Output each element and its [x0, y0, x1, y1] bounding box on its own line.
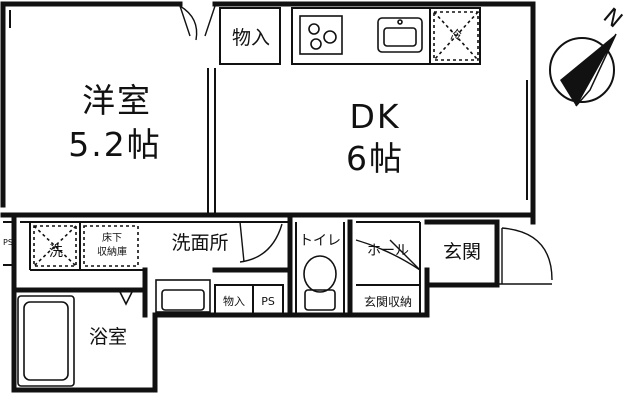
- underfloor-storage-label-2: 収納庫: [97, 247, 127, 258]
- compass-circle: [549, 37, 615, 103]
- hall-label: ホール: [367, 243, 409, 259]
- dk-size: 6帖: [346, 139, 404, 178]
- washer-icon: [33, 225, 77, 267]
- walls: [0, 1, 536, 393]
- entrance-label: 玄関: [442, 241, 481, 263]
- storage-small-label: 物入: [223, 295, 245, 308]
- underfloor-storage-label-1: 床下: [102, 233, 122, 244]
- bathroom-label: 浴室: [88, 326, 127, 348]
- bathtub-icon: [17, 295, 75, 387]
- stove-icon: [299, 15, 343, 55]
- fixtures: [17, 11, 479, 387]
- ps-right-label: PS: [261, 295, 275, 308]
- washroom-label: 洗面所: [171, 232, 229, 254]
- sink-icon: [377, 17, 423, 53]
- dk-name: DK: [349, 97, 401, 136]
- compass: [549, 33, 617, 107]
- ps-left-label: PS: [3, 238, 13, 247]
- fridge-label: 冷: [449, 28, 462, 42]
- fridge-icon: [433, 11, 479, 61]
- western-room-name: 洋室: [82, 81, 152, 120]
- doors: [179, 5, 553, 285]
- washer-label: 洗: [49, 244, 63, 260]
- underfloor-storage-icon: [83, 225, 139, 267]
- toilet-label: トイレ: [299, 233, 341, 249]
- storage-top-label: 物入: [231, 27, 270, 49]
- western-room-size: 5.2帖: [68, 125, 162, 164]
- toilet-icon: [303, 255, 337, 311]
- entrance-storage-label: 玄関収納: [363, 295, 412, 309]
- interior-lines: [3, 7, 528, 316]
- washbasin-icon: [155, 279, 211, 313]
- compass-needle-icon: [560, 34, 616, 106]
